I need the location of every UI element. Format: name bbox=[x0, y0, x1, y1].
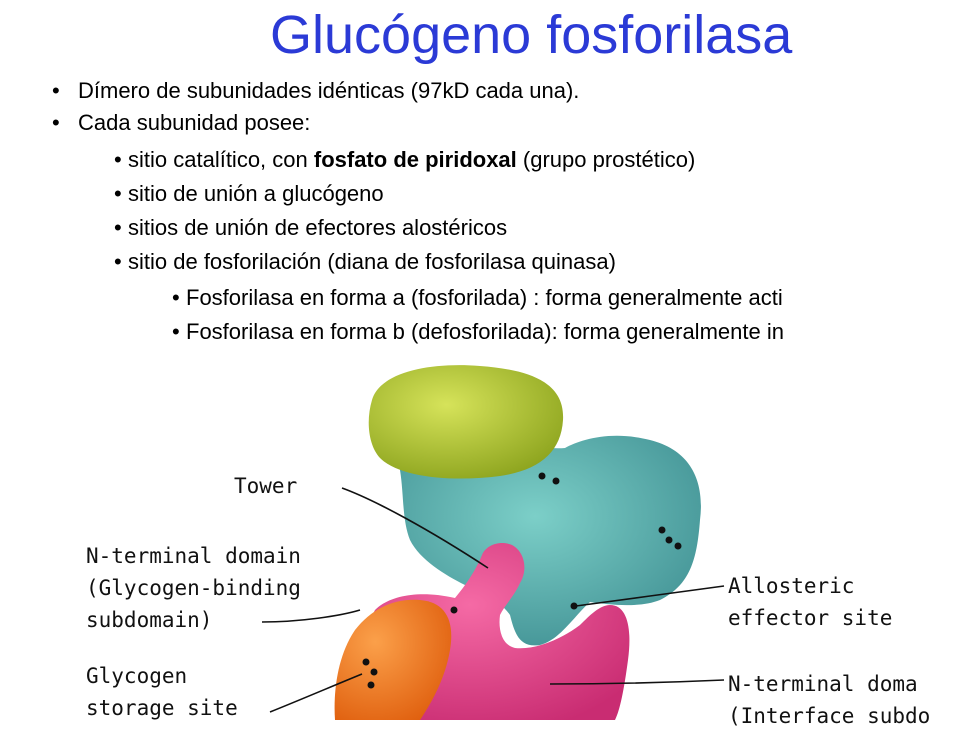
label-n-terminal-right-line2: (Interface subdo bbox=[728, 704, 931, 728]
bullet-glyph: • bbox=[52, 110, 60, 135]
bullet-glyph: • bbox=[172, 285, 180, 310]
bullet-text: Dímero de subunidades idénticas (97kD ca… bbox=[78, 78, 580, 103]
label-n-terminal-right-line1: N-terminal doma bbox=[728, 672, 918, 696]
sub-bullet-text: sitio de unión a glucógeno bbox=[128, 181, 384, 206]
bullet-glyph: • bbox=[52, 78, 60, 103]
sub-bullet-text-post: (grupo prostético) bbox=[516, 147, 696, 172]
sub-bullet-item: •sitio de fosforilación (diana de fosfor… bbox=[114, 247, 616, 277]
sub-sub-bullet-text: Fosforilasa en forma b (defosforilada): … bbox=[186, 319, 784, 344]
sub-bullet-text-bold: fosfato de piridoxal bbox=[313, 147, 517, 172]
bullet-item: • Dímero de subunidades idénticas (97kD c… bbox=[52, 76, 579, 106]
protein-illustration bbox=[261, 365, 725, 720]
sub-bullet-text: sitios de unión de efectores alostéricos bbox=[128, 215, 508, 240]
label-n-terminal-line3: subdomain) bbox=[86, 608, 213, 632]
sub-sub-bullet-text: Fosforilasa en forma a (fosforilada) : f… bbox=[186, 285, 783, 310]
bullet-glyph: • bbox=[114, 147, 122, 172]
orange-domain bbox=[334, 599, 452, 720]
sub-sub-bullet-item: •Fosforilasa en forma a (fosforilada) : … bbox=[172, 283, 783, 313]
bullet-item: • Cada subunidad posee: bbox=[52, 108, 310, 138]
bullet-text: Cada subunidad posee: bbox=[78, 110, 311, 135]
label-allosteric-line1: Allosteric bbox=[728, 574, 855, 598]
label-n-terminal-line1: N-terminal domain bbox=[86, 544, 301, 568]
label-n-terminal-line2: (Glycogen-binding bbox=[86, 576, 301, 600]
label-tower: Tower bbox=[234, 474, 298, 498]
bullet-glyph: • bbox=[172, 319, 180, 344]
teal-domain bbox=[399, 430, 701, 646]
bullet-glyph: • bbox=[114, 181, 122, 206]
sub-sub-bullet-item: •Fosforilasa en forma b (defosforilada):… bbox=[172, 317, 784, 347]
slide-title: Glucógeno fosforilasa bbox=[270, 5, 793, 65]
sub-bullet-text-pre: sitio catalítico, con bbox=[128, 147, 314, 172]
sub-bullet-item: •sitio catalítico, con fosfato de pirido… bbox=[114, 145, 695, 175]
green-domain bbox=[368, 365, 564, 479]
sub-bullet-item: •sitio de unión a glucógeno bbox=[114, 179, 384, 209]
bullet-glyph: • bbox=[114, 215, 122, 240]
label-allosteric-line2: effector site bbox=[728, 606, 893, 630]
label-glycogen-line1: Glycogen bbox=[86, 664, 188, 688]
label-glycogen-line2: storage site bbox=[86, 696, 238, 720]
sub-bullet-item: •sitios de unión de efectores alostérico… bbox=[114, 213, 507, 243]
bullet-glyph: • bbox=[114, 249, 122, 274]
sub-bullet-text: sitio de fosforilación (diana de fosfori… bbox=[128, 249, 616, 274]
